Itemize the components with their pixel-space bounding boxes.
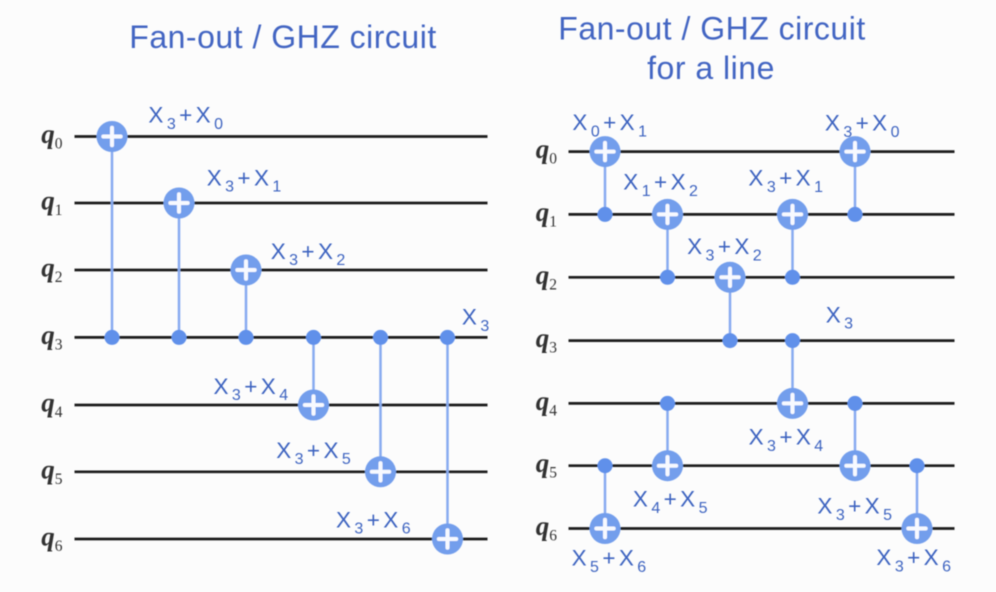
svg-text:X3+X5: X3+X5	[276, 438, 354, 468]
svg-text:X3: X3	[826, 302, 857, 332]
svg-text:X3+X2: X3+X2	[271, 239, 349, 269]
svg-text:X3+X4: X3+X4	[213, 374, 291, 404]
svg-text:Fan-out / GHZ circuit: Fan-out / GHZ circuit	[558, 11, 865, 47]
svg-text:X3+X5: X3+X5	[817, 494, 895, 524]
svg-text:X3: X3	[462, 305, 493, 335]
svg-text:X3+X6: X3+X6	[336, 507, 414, 537]
svg-text:X3+X1: X3+X1	[748, 166, 826, 196]
svg-text:X3+X6: X3+X6	[876, 545, 954, 575]
svg-text:for a line: for a line	[647, 50, 775, 86]
svg-text:X3+X4: X3+X4	[749, 425, 827, 455]
svg-text:X5+X6: X5+X6	[572, 546, 650, 576]
svg-text:X3+X0: X3+X0	[825, 111, 903, 141]
svg-text:X3+X1: X3+X1	[207, 165, 285, 195]
svg-text:X3+X2: X3+X2	[687, 234, 765, 264]
svg-text:X4+X5: X4+X5	[633, 487, 711, 517]
svg-text:X0+X1: X0+X1	[572, 110, 650, 140]
svg-text:Fan-out / GHZ circuit: Fan-out / GHZ circuit	[129, 19, 436, 55]
svg-text:X1+X2: X1+X2	[623, 170, 701, 200]
svg-text:X3+X0: X3+X0	[148, 103, 226, 133]
